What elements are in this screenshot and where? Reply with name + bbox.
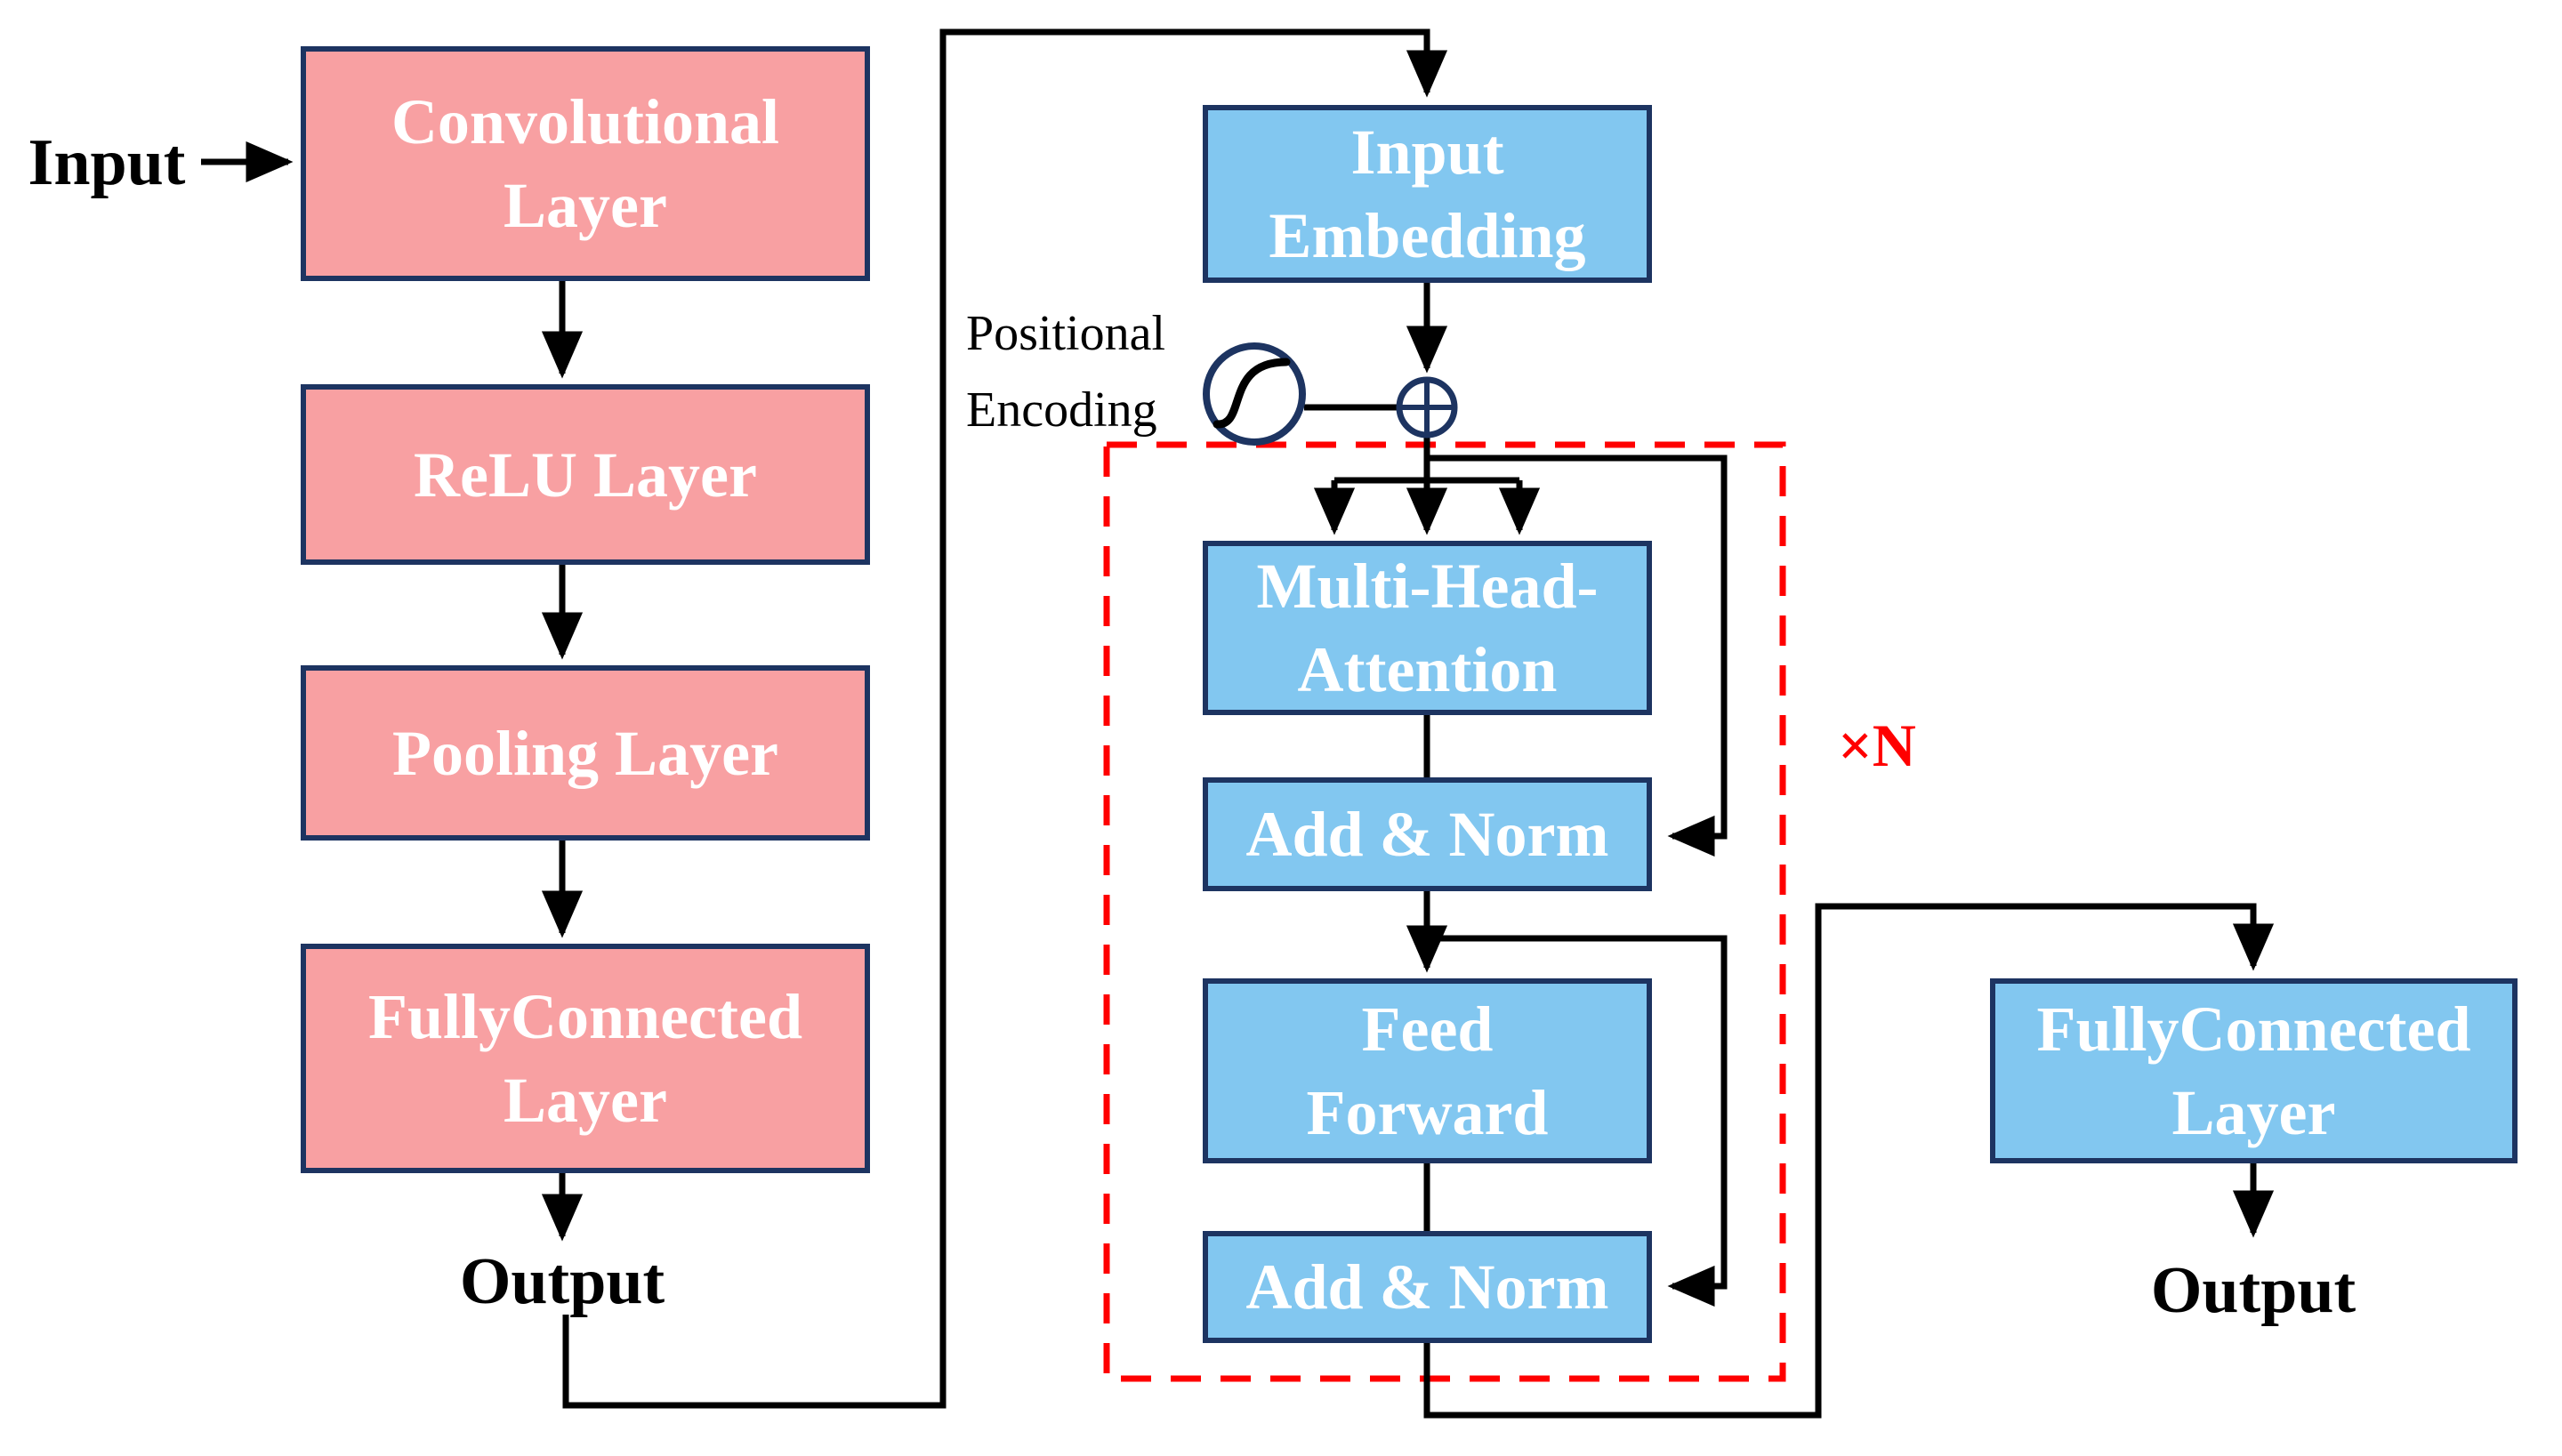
node-label: Add & Norm xyxy=(1245,1251,1609,1323)
connector-residual-1 xyxy=(1427,454,1728,857)
node-label: Input xyxy=(1350,117,1504,188)
node-label: Add & Norm xyxy=(1245,799,1609,870)
node-label: Multi-Head- xyxy=(1256,551,1599,622)
repeat-block-dashed-border xyxy=(1103,441,1786,1382)
node-fullyconnected-layer-right: FullyConnected Layer xyxy=(1990,978,2518,1163)
node-feed-forward: Feed Forward xyxy=(1203,978,1652,1163)
node-label: FullyConnected xyxy=(367,981,802,1052)
node-add-norm-2: Add & Norm xyxy=(1203,1231,1652,1343)
node-pooling-layer: Pooling Layer xyxy=(301,665,870,841)
node-label: Feed xyxy=(1361,993,1494,1065)
positional-encoding-label: Positional Encoding xyxy=(966,295,1215,448)
sigmoid-icon xyxy=(1203,342,1306,446)
connector-residual-2 xyxy=(1423,891,1728,1307)
connector-encoder-to-fcright xyxy=(1423,903,2275,1419)
node-label: Convolutional xyxy=(391,86,780,157)
node-fullyconnected-layer-left: FullyConnected Layer xyxy=(301,944,870,1173)
plus-circle-icon xyxy=(1396,376,1458,438)
node-label: Forward xyxy=(1306,1077,1549,1148)
positional-encoding-line1: Positional xyxy=(966,306,1166,361)
node-label: Embedding xyxy=(1269,200,1586,271)
cnn-output-label: Output xyxy=(459,1245,665,1318)
positional-encoding-line2: Encoding xyxy=(966,382,1157,438)
node-label: Layer xyxy=(504,170,667,241)
input-label: Input xyxy=(28,126,186,199)
node-input-embedding: Input Embedding xyxy=(1203,105,1652,283)
node-add-norm-1: Add & Norm xyxy=(1203,777,1652,891)
node-multi-head-attention: Multi-Head- Attention xyxy=(1203,541,1652,715)
node-label: ReLU Layer xyxy=(414,438,757,511)
node-convolutional-layer: Convolutional Layer xyxy=(301,46,870,281)
node-label: Attention xyxy=(1297,634,1558,705)
node-label: Pooling Layer xyxy=(392,717,778,789)
node-label: FullyConnected xyxy=(2036,993,2471,1065)
node-label: Layer xyxy=(2171,1077,2336,1148)
node-label: Layer xyxy=(504,1065,667,1136)
final-output-label: Output xyxy=(2150,1254,2357,1327)
connector-cnn-output-to-embedding xyxy=(562,28,1448,1409)
node-relu-layer: ReLU Layer xyxy=(301,384,870,565)
repeat-n-label: ×N xyxy=(1838,712,1916,779)
